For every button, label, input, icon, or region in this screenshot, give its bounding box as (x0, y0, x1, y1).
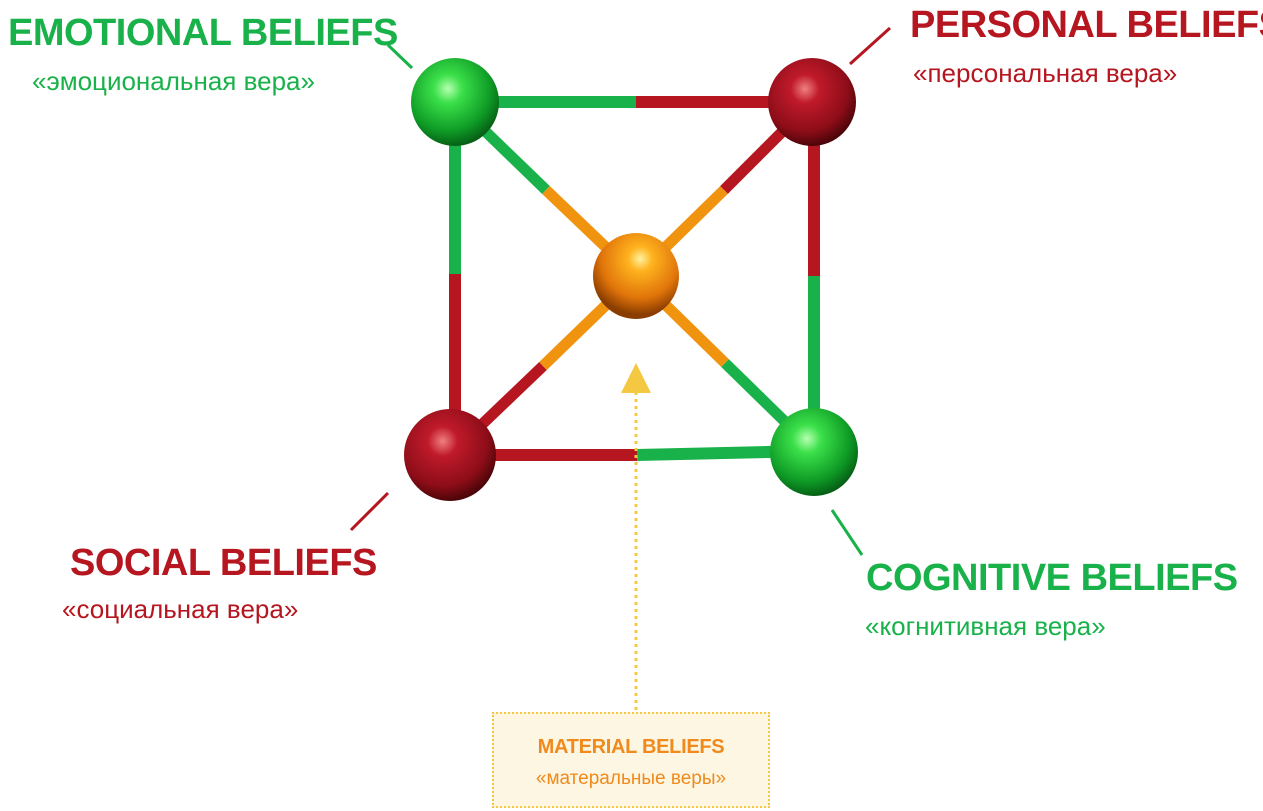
social-beliefs-title: SOCIAL BELIEFS (70, 542, 377, 584)
material-beliefs-subtitle: «матеральные веры» (535, 768, 727, 789)
personal-sphere (768, 58, 856, 146)
material-beliefs-title: MATERIAL BELIEFS (537, 736, 725, 758)
bond-social-cognitive (450, 445, 815, 461)
cognitive-leader-line (830, 509, 864, 556)
personal-beliefs-subtitle: «персональная вера» (913, 58, 1178, 88)
emotional-sphere (411, 58, 499, 146)
cognitive-beliefs-subtitle: «когнитивная вера» (865, 611, 1106, 641)
social-beliefs-subtitle: «социальная вера» (62, 594, 299, 624)
social-sphere (404, 409, 496, 501)
emotional-beliefs-title: EMOTIONAL BELIEFS (8, 12, 398, 54)
cognitive-sphere (770, 408, 858, 496)
emotional-leader-line (386, 43, 414, 70)
cognitive-beliefs-title: COGNITIVE BELIEFS (866, 557, 1238, 599)
personal-leader-line (848, 26, 892, 66)
material-sphere (593, 233, 679, 319)
social-leader-line (349, 491, 390, 532)
material-beliefs-callout: MATERIAL BELIEFS «матеральные веры» (492, 712, 770, 808)
emotional-beliefs-subtitle: «эмоциональная вера» (32, 66, 315, 96)
personal-beliefs-title: PERSONAL BELIEFS (910, 4, 1263, 46)
